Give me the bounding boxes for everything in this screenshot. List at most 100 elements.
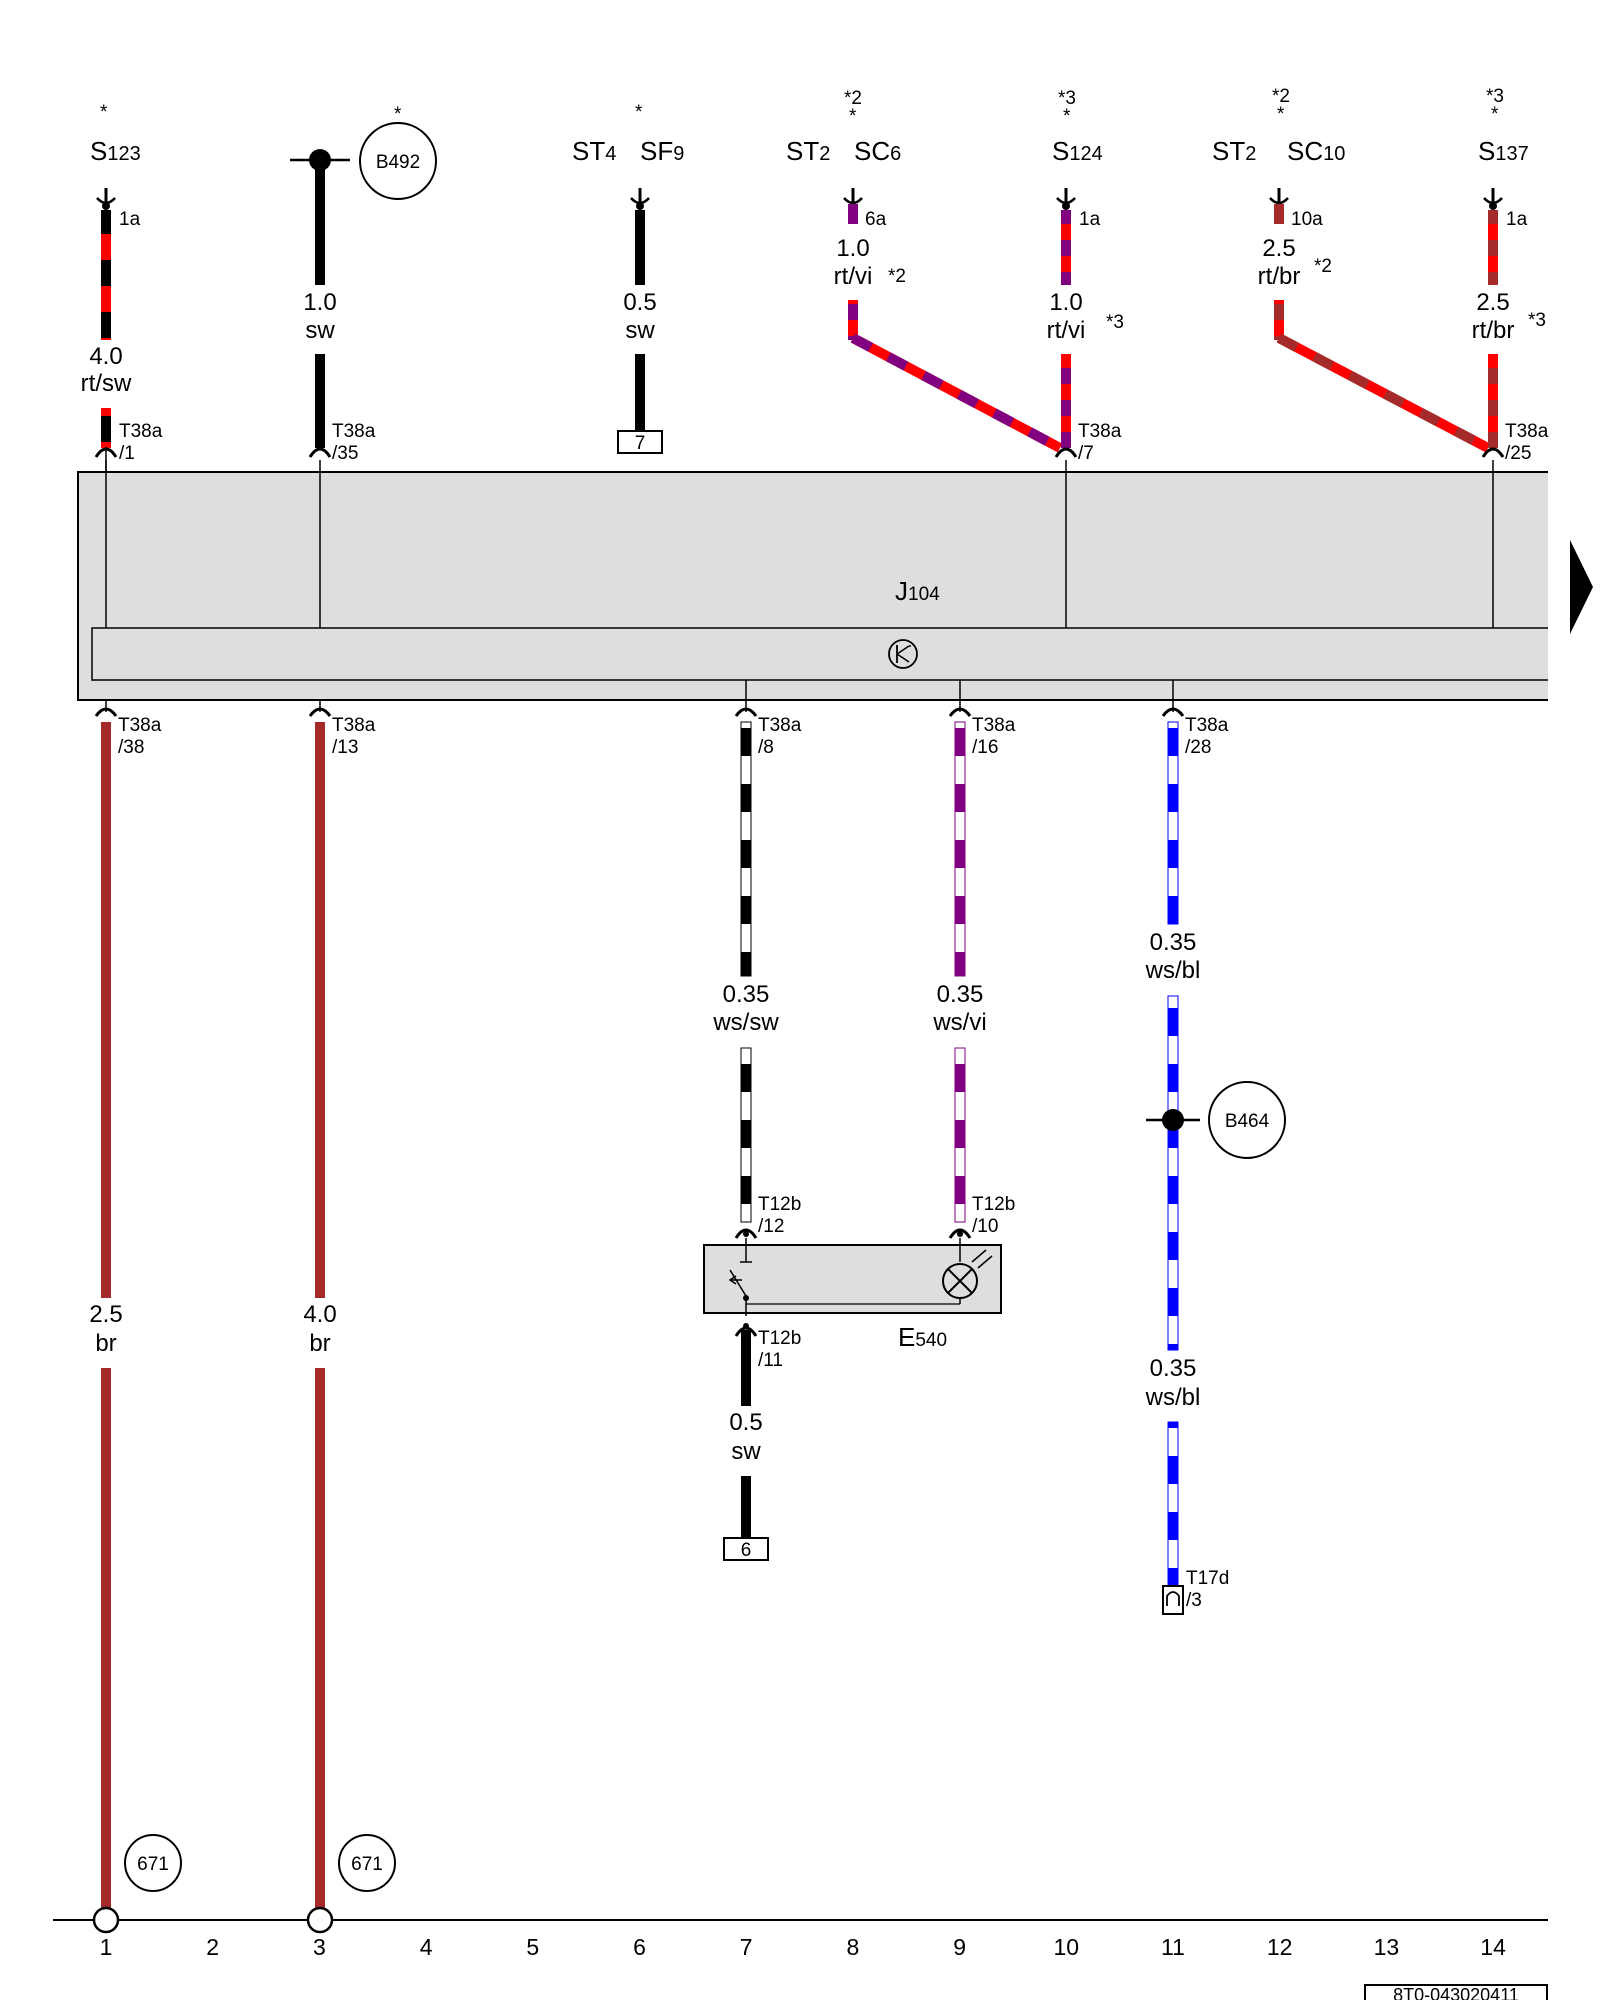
connector-icon-t1: [94, 447, 118, 471]
grid-number-2: 2: [206, 1934, 219, 1960]
connector-icon-t28: [1161, 707, 1185, 717]
switch-icon: [728, 1238, 752, 1316]
wire-w4-diagonal: [850, 333, 1063, 453]
wire-w2-bottom: [315, 354, 325, 448]
terminal-icon-sc6: [843, 188, 863, 224]
wire-w9-bottom: [315, 1368, 325, 1920]
sf9-note: *: [635, 102, 643, 123]
w6-note: *2: [1314, 256, 1332, 277]
t8-pin: /8: [758, 737, 774, 758]
wires-lower: [101, 721, 1179, 1920]
w7-note: *3: [1528, 310, 1546, 331]
wire-w12-mid: [1167, 995, 1179, 1351]
wire-labels-upper: 4.0 rt/sw 1.0 sw 0.5 sw 1.0 rt/vi *2 1.0…: [81, 235, 1546, 397]
t17d-pin: /3: [1186, 1590, 1202, 1611]
wire-w5-top: [1061, 210, 1071, 285]
grid-number-7: 7: [740, 1934, 753, 1960]
grid-number-3: 3: [313, 1934, 326, 1960]
w12a-size: 0.35: [1150, 929, 1197, 956]
w7-color: rt/br: [1472, 317, 1515, 344]
footer-code-box: 8T0-043020411: [1364, 1984, 1548, 2000]
t12b11-pin: /11: [758, 1350, 783, 1371]
w7-size: 2.5: [1476, 289, 1509, 316]
wire-w11-top: [954, 721, 966, 977]
w12b-size: 0.35: [1150, 1355, 1197, 1382]
terminal-icon-sc10: [1269, 188, 1289, 224]
connector-icon-t12b12: [734, 1228, 758, 1239]
connector-icon-t12b11: [734, 1323, 758, 1337]
sc6-note2: *: [849, 106, 857, 127]
ground-ref-3: 671: [351, 1854, 383, 1875]
s124-note2: *: [1063, 106, 1071, 127]
e540-label: E540: [898, 1322, 947, 1352]
splice-b464: B464: [1146, 1081, 1286, 1159]
grid-number-1: 1: [100, 1934, 113, 1960]
connector-icon-t16: [948, 707, 972, 717]
sc10-note: *2: [1272, 86, 1290, 107]
t38-name: T38a: [118, 715, 162, 736]
b464-label: B464: [1225, 1111, 1270, 1132]
connector-icon-t25: [1481, 447, 1505, 458]
s124-label: S124: [1052, 136, 1103, 166]
w2-color: sw: [305, 317, 335, 344]
t25-pin: /25: [1505, 443, 1531, 464]
wire-w3-bottom: [635, 354, 645, 432]
w5-color: rt/vi: [1047, 317, 1086, 344]
w1-size: 4.0: [89, 343, 122, 370]
top-terminals: 1a 6a 1a 10a 1a: [96, 188, 1528, 230]
s137-note2: *: [1491, 104, 1499, 125]
transistor-icon: [888, 639, 918, 669]
connector-icon-t38: [94, 707, 118, 717]
w3-size: 0.5: [623, 289, 656, 316]
grid-number-11: 11: [1161, 1934, 1185, 1960]
b492-label: B492: [376, 152, 420, 173]
s137-note: *3: [1486, 86, 1504, 107]
w8-size: 2.5: [89, 1301, 122, 1328]
terminal-icon-s123: [96, 188, 116, 210]
wire-w6-diagonal: [1276, 333, 1491, 453]
w9-size: 4.0: [303, 1301, 336, 1328]
ground-ref-1: 671: [137, 1854, 169, 1875]
j104-label: J104: [895, 576, 940, 606]
t28-pin: /28: [1185, 737, 1211, 758]
w12a-color: ws/bl: [1145, 957, 1201, 984]
s137-label: S137: [1478, 136, 1529, 166]
w6-size: 2.5: [1262, 235, 1295, 262]
t35-pin: /35: [332, 443, 358, 464]
s123-label: S123: [90, 136, 141, 166]
connector-icon-t35: [308, 447, 332, 458]
sc10-pin: 10a: [1291, 209, 1323, 230]
t1-name: T38a: [119, 421, 163, 442]
top-labels: * S123 * ST4 * SF9 ST2 *2 * SC6 *3 * S12…: [90, 86, 1529, 166]
t7-pin: /7: [1078, 443, 1094, 464]
ref-box-6: 6: [723, 1537, 769, 1561]
sc6-pin: 6a: [865, 209, 887, 230]
st2-label-a: ST2: [786, 136, 830, 166]
w4-color: rt/vi: [834, 263, 873, 290]
w11-color: ws/vi: [932, 1009, 986, 1036]
w4-note: *2: [888, 266, 906, 287]
wire-w6-stub: [1274, 300, 1284, 340]
w11-size: 0.35: [937, 981, 984, 1008]
j104-top-connectors: T38a /1 T38a /35 T38a /7 T38a /25: [94, 421, 1549, 471]
w13-size: 0.5: [729, 1409, 762, 1436]
switch-module-e540: E540: [703, 1238, 1002, 1352]
grid-number-13: 13: [1374, 1934, 1400, 1960]
t12b10-pin: /10: [972, 1216, 998, 1237]
s137-pin: 1a: [1506, 209, 1528, 230]
wire-w7-top: [1488, 210, 1498, 285]
t35-name: T38a: [332, 421, 376, 442]
wire-w8-top: [101, 722, 111, 1298]
t28-name: T38a: [1185, 715, 1229, 736]
wire-w1-bottom: [101, 408, 111, 448]
t12b-connectors: T12b /12 T12b /10 T12b /11: [734, 1194, 1015, 1371]
sc6-label: SC6: [854, 136, 901, 166]
t17d-name: T17d: [1186, 1568, 1229, 1589]
t16-name: T38a: [972, 715, 1016, 736]
splice-b492: B492: [290, 122, 437, 200]
connector-icon-t7: [1054, 447, 1078, 458]
grid-number-4: 4: [420, 1934, 433, 1960]
connector-icon-t13: [308, 707, 332, 717]
t12b10-name: T12b: [972, 1194, 1015, 1215]
